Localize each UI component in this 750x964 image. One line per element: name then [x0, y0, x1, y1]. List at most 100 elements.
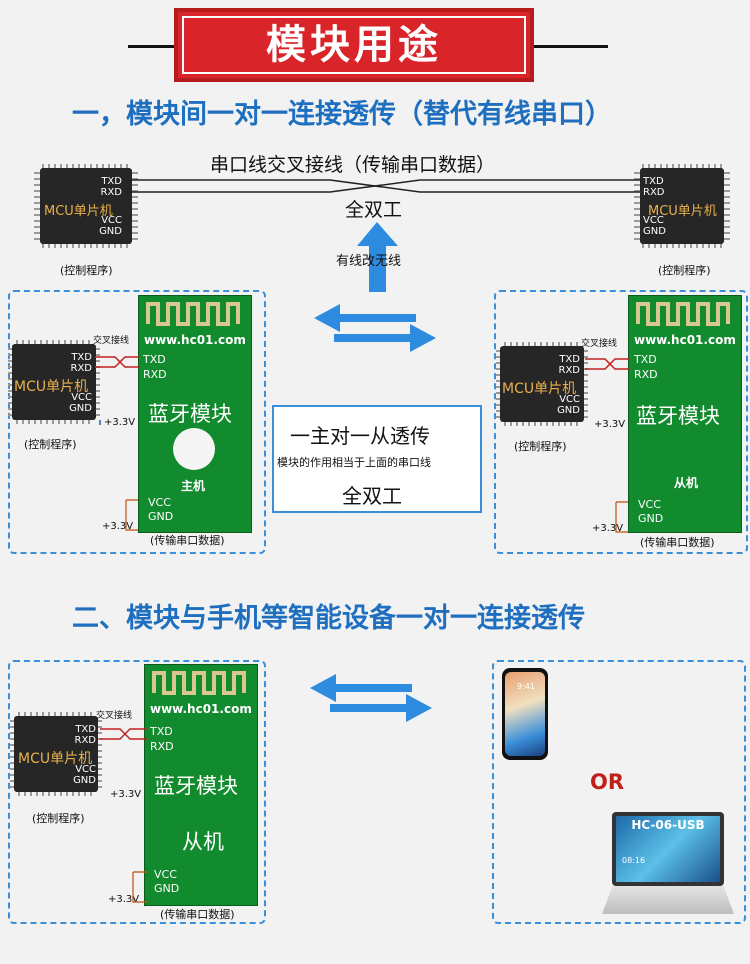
control-program-label: (控制程序) [32, 812, 85, 825]
master-wires [95, 356, 140, 531]
control-program-label: (控制程序) [658, 264, 711, 277]
right-arrow-icon [334, 324, 436, 352]
control-program-label: (控制程序) [60, 264, 113, 277]
section1-heading: 一，模块间一对一连接透传（替代有线串口） [72, 99, 612, 130]
mcu-chip-master [12, 344, 96, 420]
bluetooth-module-master [138, 295, 252, 533]
power-label-module: +3.3V [102, 521, 134, 532]
gnd-pin-label: GND [643, 226, 666, 237]
module-vcc-label: VCC [638, 498, 661, 511]
power-label: +3.3V [104, 417, 136, 428]
banner-line-right [484, 45, 608, 48]
power-label: +3.3V [110, 789, 142, 800]
module-url: www.hc01.com [144, 333, 246, 347]
mcu-chip-slave [500, 346, 584, 422]
data-transfer-label: (传输串口数据) [150, 534, 225, 547]
crossed-wires [124, 179, 640, 292]
module-txd-label: TXD [634, 353, 657, 366]
button-circle [173, 428, 215, 470]
bottom-wires [100, 728, 147, 903]
bidirectional-arrows [314, 304, 436, 352]
left-arrow-icon [310, 674, 412, 702]
mcu-chip-top-left [40, 168, 132, 244]
module-role-slave: 从机 [674, 476, 699, 490]
page-title: 模块用途 [266, 22, 442, 68]
phone-icon: 9:41 [502, 668, 548, 760]
vcc-pin-label: VCC [101, 215, 122, 226]
left-arrow-icon [314, 304, 416, 332]
gnd-pin-label: GND [557, 405, 580, 416]
mcu-chip-top-right [640, 168, 724, 244]
vcc-pin-label: VCC [559, 394, 580, 405]
txd-pin-label: TXD [71, 352, 92, 363]
master-setup-box [8, 290, 266, 554]
smart-device-box [492, 660, 746, 924]
center-line1: 一主对一从透传 [290, 424, 430, 448]
slave-wires [585, 358, 630, 533]
data-transfer-label: (传输串口数据) [160, 908, 235, 921]
cross-wiring-small-label: 交叉接线 [581, 339, 618, 349]
laptop-time: 08:16 [622, 856, 646, 865]
module-title: 蓝牙模块 [154, 774, 238, 798]
center-info-box [272, 405, 482, 513]
module-gnd-label: GND [148, 510, 174, 523]
module-txd-label: TXD [150, 725, 173, 738]
or-label: OR [590, 770, 625, 794]
data-transfer-label: (传输串口数据) [640, 536, 715, 549]
txd-pin-label: TXD [101, 176, 122, 187]
module-txd-label: TXD [143, 353, 166, 366]
power-label: +3.3V [594, 419, 626, 430]
power-label-module: +3.3V [592, 523, 624, 534]
section2-heading: 二、模块与手机等智能设备一对一连接透传 [72, 603, 585, 634]
phone-time: 9:41 [517, 682, 535, 691]
module-title: 蓝牙模块 [148, 402, 232, 426]
module-url: www.hc01.com [150, 702, 252, 716]
mcu-label: MCU单片机 [14, 379, 89, 395]
mcu-chip-bottom [14, 716, 98, 792]
module-gnd-label: GND [638, 512, 664, 525]
bluetooth-module-bottom [144, 664, 258, 906]
module-title: 蓝牙模块 [636, 404, 720, 428]
module-vcc-label: VCC [154, 868, 177, 881]
module-vcc-label: VCC [148, 496, 171, 509]
module-rxd-label: RXD [143, 368, 167, 381]
module-rxd-label: RXD [634, 368, 658, 381]
txd-pin-label: TXD [559, 354, 580, 365]
mcu-label: MCU单片机 [502, 381, 577, 397]
right-arrow-icon [330, 694, 432, 722]
cross-wiring-small-label: 交叉接线 [96, 711, 133, 721]
bidirectional-arrows-bottom [310, 674, 432, 722]
laptop-label: HC-06-USB [631, 818, 705, 832]
cross-wiring-small-label: 交叉接线 [93, 336, 130, 346]
rxd-pin-label: RXD [70, 363, 93, 374]
gnd-pin-label: GND [69, 403, 92, 414]
module-role-slave: 从机 [182, 830, 224, 854]
slave-setup-box [494, 290, 748, 554]
center-line2: 模块的作用相当于上面的串口线 [277, 456, 431, 469]
rxd-pin-label: RXD [74, 735, 97, 746]
slave-mcu-box [8, 660, 266, 924]
mcu-label: MCU单片机 [18, 751, 93, 767]
module-rxd-label: RXD [150, 740, 174, 753]
vcc-pin-label: VCC [71, 392, 92, 403]
vcc-pin-label: VCC [75, 764, 96, 775]
module-gnd-label: GND [154, 882, 180, 895]
mcu-label: MCU单片机 [44, 204, 113, 219]
control-program-label: (控制程序) [24, 438, 77, 451]
antenna-icon [146, 302, 240, 326]
vcc-pin-label: VCC [643, 215, 664, 226]
antenna-icon [152, 671, 246, 695]
txd-pin-label: TXD [75, 724, 96, 735]
up-arrow-icon [357, 222, 398, 292]
control-program-label: (控制程序) [514, 440, 567, 453]
module-url: www.hc01.com [634, 333, 736, 347]
rxd-pin-label: RXD [558, 365, 581, 376]
wired-to-wireless-label: 有线改无线 [336, 254, 402, 269]
top-duplex-label: 全双工 [345, 199, 403, 221]
center-line3: 全双工 [342, 484, 402, 508]
cross-wiring-label: 串口线交叉接线（传输串口数据） [210, 154, 496, 176]
txd-pin-label: TXD [643, 176, 664, 187]
gnd-pin-label: GND [99, 226, 122, 237]
title-banner [174, 8, 534, 82]
power-label-module: +3.3V [108, 894, 140, 905]
